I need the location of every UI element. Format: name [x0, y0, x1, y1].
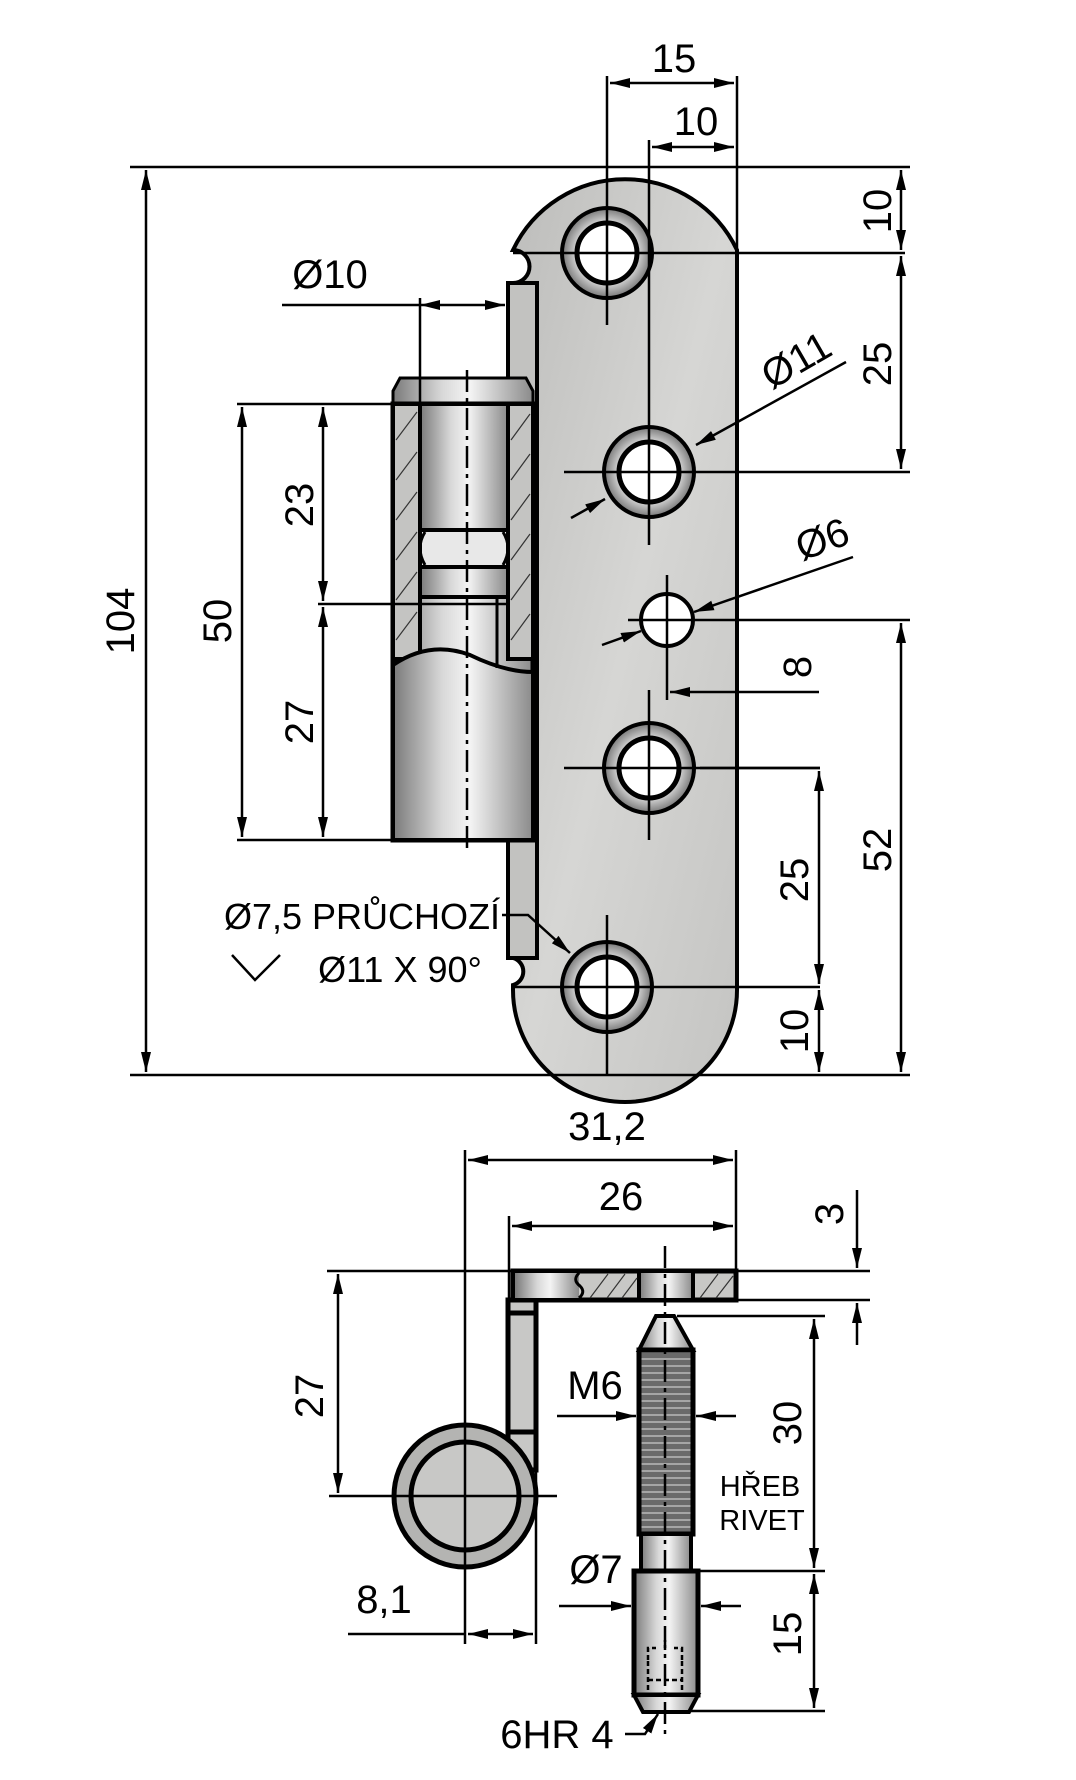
- dim-barrel-length: 50: [196, 599, 240, 644]
- dim-height-52: 52: [856, 828, 900, 873]
- dim-small-offset: 8: [776, 656, 820, 678]
- side-extension-lines: [327, 1150, 870, 1713]
- dim-shank-diameter: Ø7: [569, 1548, 622, 1592]
- plate-section: [510, 1268, 739, 1303]
- dim-offset: 8,1: [356, 1578, 412, 1622]
- rivet-label-cz: HŘEB: [720, 1470, 801, 1503]
- dim-hole-pitch-top: 25: [856, 342, 900, 387]
- dim-thickness: 3: [808, 1203, 852, 1225]
- dim-width-15: 15: [652, 37, 697, 81]
- dim-pin-diameter: Ø10: [292, 253, 368, 297]
- dim-overall-height: 104: [99, 588, 143, 655]
- dim-width-10: 10: [674, 100, 719, 144]
- center-lines: [465, 76, 905, 1075]
- side-view: 31,2 26 3 27 8,1 M6 Ø7 30 15 HŘEB RIVET …: [288, 1105, 870, 1757]
- note-through-hole: Ø7,5 PRŮCHOZÍ: [224, 895, 500, 937]
- dim-thread: M6: [567, 1364, 623, 1408]
- dim-thread-length: 30: [766, 1401, 810, 1446]
- front-view: 104 50 23 27 Ø10 15 10 10 25 52 25 10 Ø1…: [99, 37, 910, 1104]
- side-center-lines: [329, 1150, 667, 1735]
- dim-hole-pitch-bottom: 25: [773, 858, 817, 903]
- extension-lines: [130, 76, 910, 1077]
- hex-socket-note: 6HR 4: [500, 1713, 613, 1757]
- dim-height-27: 27: [288, 1374, 332, 1419]
- note-countersink: Ø11 X 90°: [318, 949, 482, 990]
- dim-lower-part: 27: [278, 700, 322, 745]
- dim-shank-length: 15: [766, 1612, 810, 1657]
- rivet-label-en: RIVET: [719, 1505, 805, 1537]
- hinge-barrel-section: [390, 376, 536, 843]
- dim-plate-width: 26: [599, 1175, 644, 1219]
- dim-bottom-edge-10: 10: [773, 1009, 817, 1054]
- dim-hole-diameter: Ø11: [754, 324, 839, 398]
- side-dimension-lines: [333, 1155, 862, 1736]
- dimension-lines: [141, 78, 906, 1072]
- dim-upper-part: 23: [278, 483, 322, 528]
- dim-overall-width: 31,2: [568, 1105, 646, 1149]
- dim-top-edge-10: 10: [856, 189, 900, 234]
